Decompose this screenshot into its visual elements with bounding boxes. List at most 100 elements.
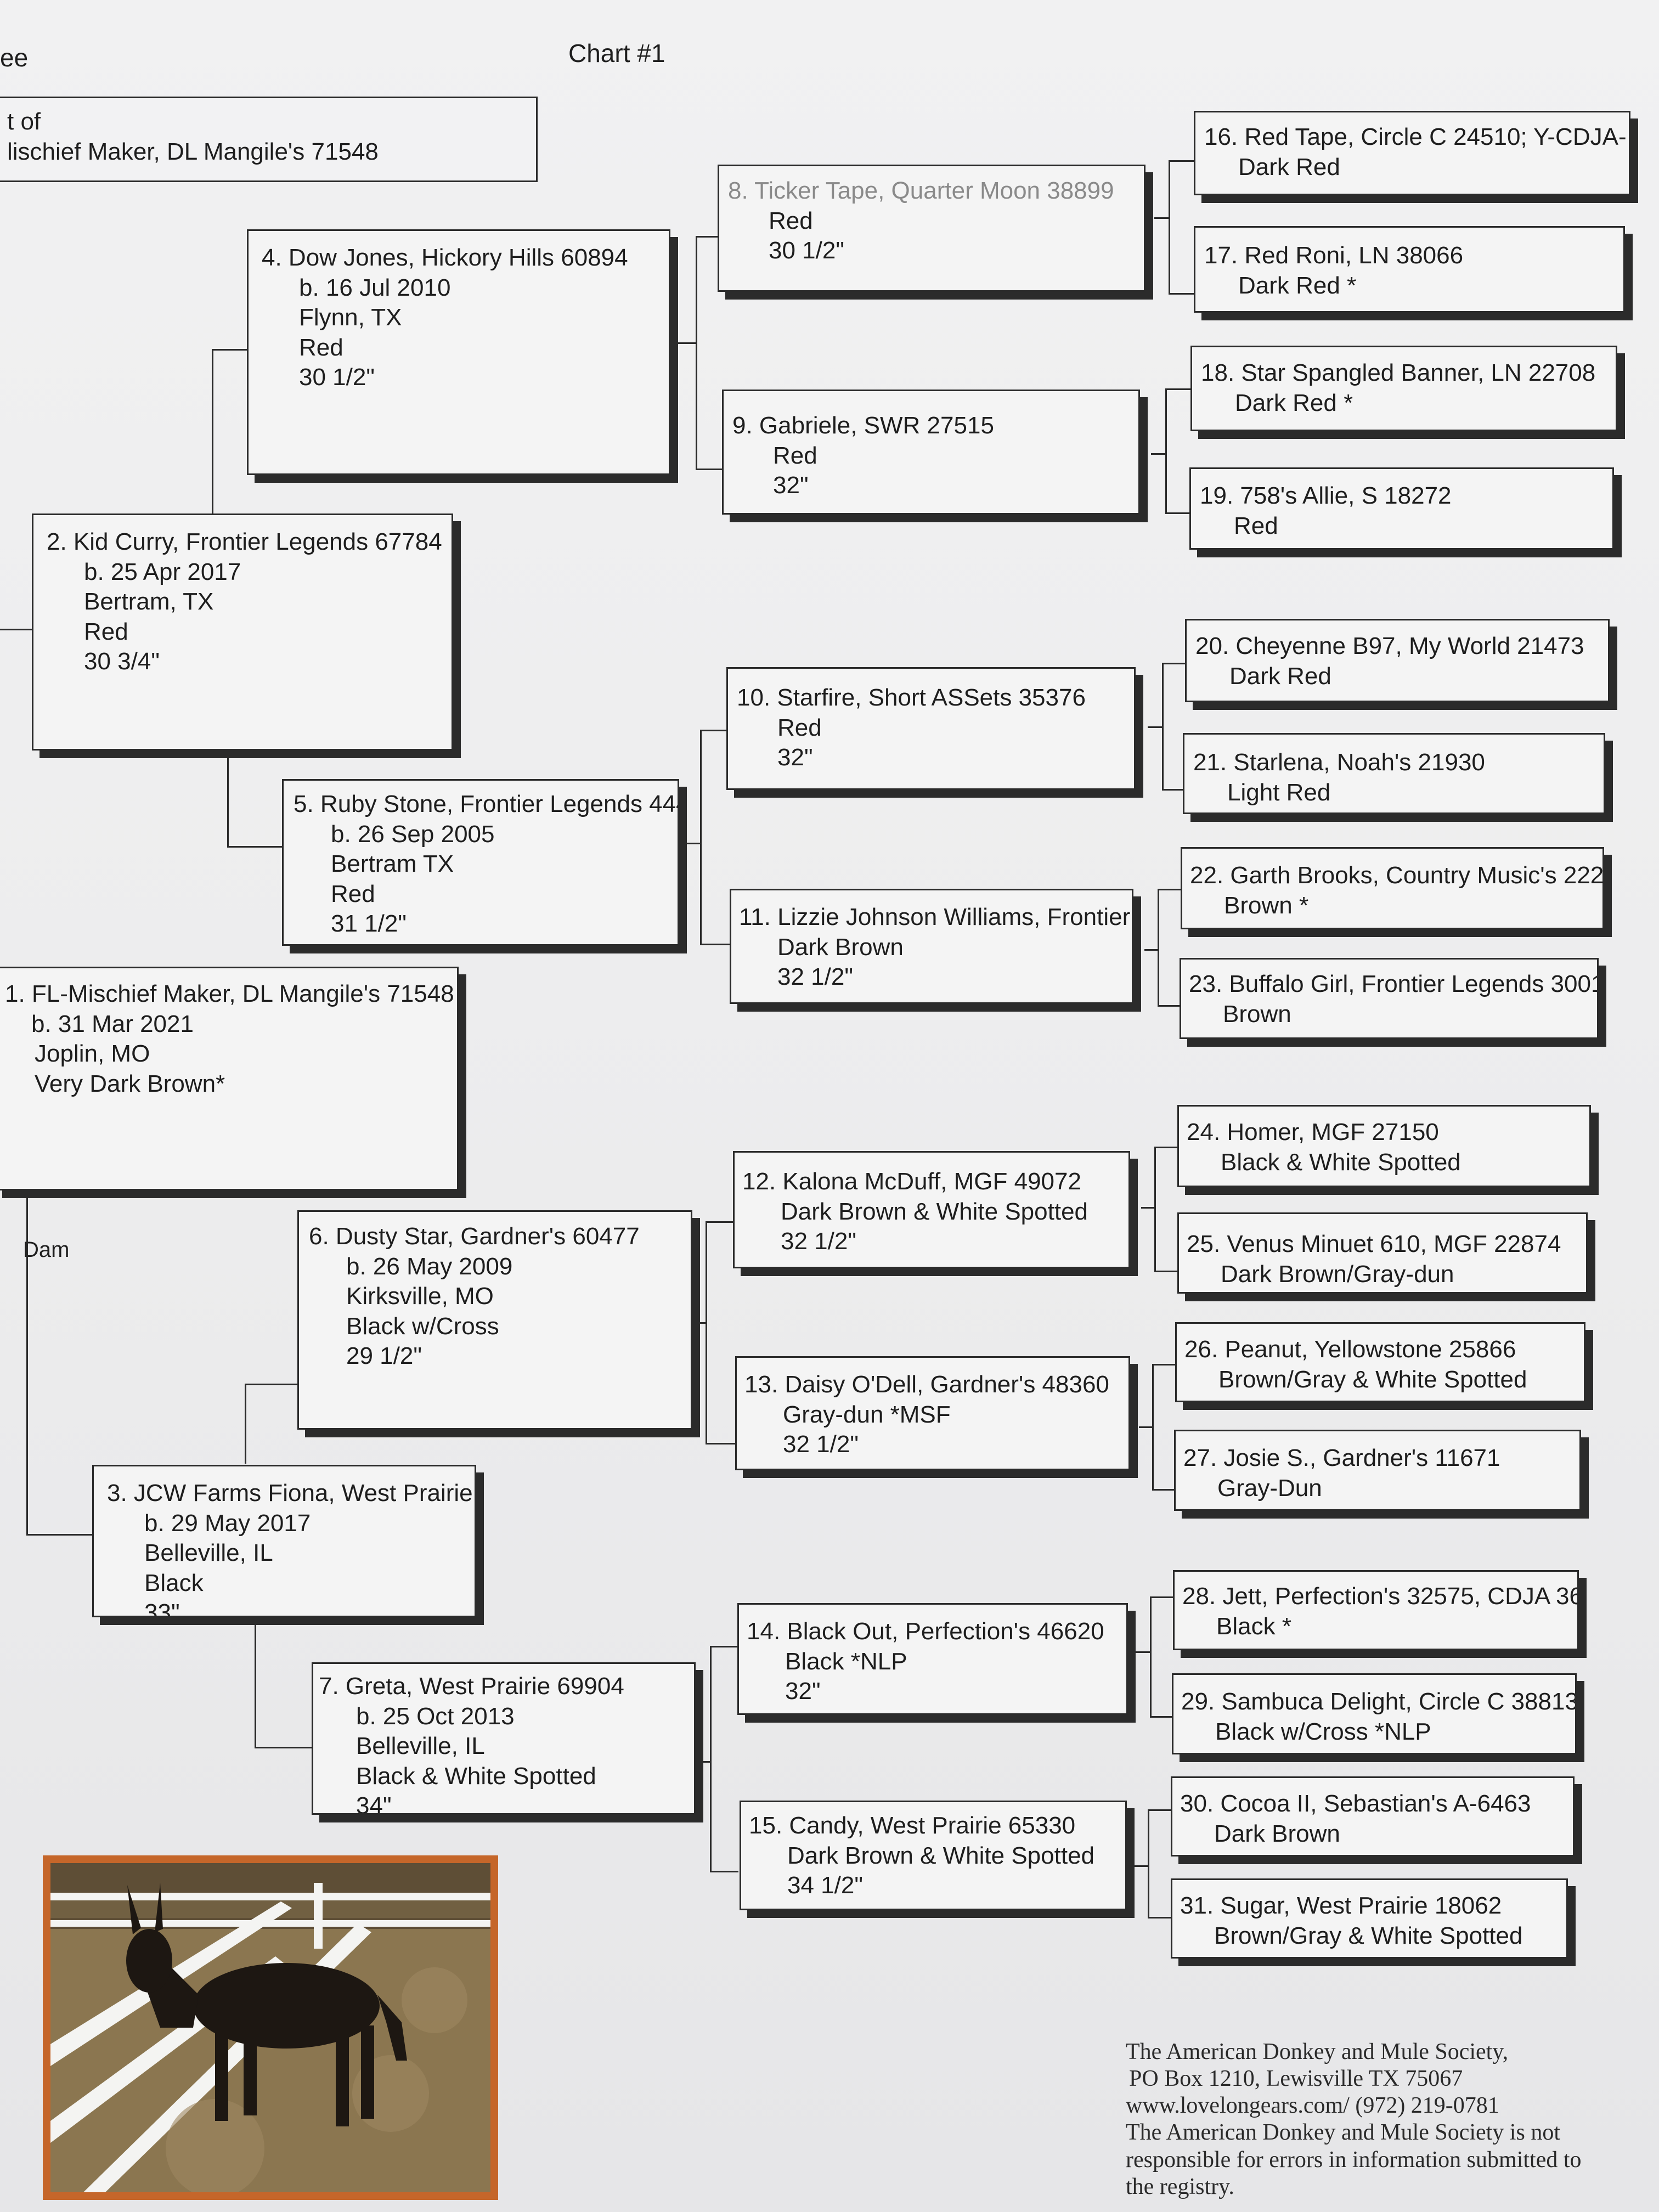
entry-color: Light Red	[1227, 778, 1331, 806]
connector	[1154, 1271, 1178, 1272]
connector	[706, 1221, 736, 1223]
entry-place: Kirksville, MO	[346, 1283, 494, 1310]
connector	[1169, 293, 1195, 295]
entry-name: 24. Homer, MGF 27150	[1187, 1119, 1439, 1146]
pedigree-entry-5: 5. Ruby Stone, Frontier Legends 44472 b.…	[282, 779, 679, 946]
connector	[710, 1871, 738, 1872]
entry-born: b. 25 Oct 2013	[356, 1702, 515, 1730]
pedigree-entry-2: 2. Kid Curry, Frontier Legends 67784 b. …	[32, 514, 453, 751]
entry-color: Dark Brown & White Spotted	[787, 1842, 1095, 1869]
title-line-2: lischief Maker, DL Mangile's 71548	[7, 138, 379, 165]
entry-color: Dark Red *	[1235, 389, 1353, 416]
connector	[1158, 1005, 1181, 1007]
entry-color: Dark Red *	[1238, 272, 1357, 299]
entry-color: Black w/Cross *NLP	[1215, 1718, 1431, 1745]
connector	[1151, 453, 1165, 455]
connector	[706, 1443, 736, 1444]
entry-color: Black & White Spotted	[1221, 1148, 1461, 1176]
connector	[1152, 1489, 1176, 1491]
connector	[700, 730, 731, 731]
connector	[1169, 160, 1195, 162]
entry-color: Black	[144, 1569, 204, 1596]
connector	[710, 1646, 712, 1871]
chart-title: Chart #1	[568, 39, 665, 67]
pedigree-entry-22: 22. Garth Brooks, Country Music's 22271,…	[1181, 847, 1604, 929]
entry-name: 2. Kid Curry, Frontier Legends 67784	[47, 528, 442, 555]
entry-name: 1. FL-Mischief Maker, DL Mangile's 71548	[5, 980, 454, 1007]
entry-name: 13. Daisy O'Dell, Gardner's 48360	[744, 1371, 1109, 1398]
connector	[1154, 217, 1169, 219]
pedigree-entry-7: 7. Greta, West Prairie 69904 b. 25 Oct 2…	[312, 1662, 696, 1815]
connector	[685, 843, 700, 844]
entry-color: Very Dark Brown*	[35, 1070, 225, 1097]
footer-line-5: responsible for errors in information su…	[1126, 2147, 1582, 2172]
entry-color: Brown	[1223, 1000, 1291, 1028]
connector	[695, 1761, 710, 1763]
entry-color: Brown/Gray & White Spotted	[1218, 1365, 1527, 1393]
entry-height: 29 1/2"	[346, 1342, 422, 1370]
entry-born: b. 25 Apr 2017	[84, 558, 241, 585]
pedigree-entry-12: 12. Kalona McDuff, MGF 49072 Dark Brown …	[733, 1151, 1130, 1268]
connector	[227, 758, 229, 846]
entry-color: Red	[1234, 512, 1278, 539]
connector	[1150, 1596, 1152, 1716]
entry-name: 20. Cheyenne B97, My World 21473	[1195, 633, 1584, 659]
connector	[1152, 1364, 1154, 1489]
entry-color: Dark Brown/Gray-dun	[1221, 1260, 1454, 1288]
pedigree-entry-3: 3. JCW Farms Fiona, West Prairie 69905 b…	[92, 1465, 476, 1617]
connector	[692, 1322, 706, 1324]
entry-color: Black w/Cross	[346, 1312, 499, 1340]
entry-color: Red	[773, 442, 817, 469]
connector	[710, 1646, 737, 1647]
pedigree-entry-13: 13. Daisy O'Dell, Gardner's 48360 Gray-d…	[735, 1356, 1130, 1470]
connector	[1139, 1426, 1152, 1428]
entry-name: 15. Candy, West Prairie 65330	[749, 1812, 1076, 1839]
entry-name: 7. Greta, West Prairie 69904	[319, 1673, 624, 1700]
connector	[1150, 1596, 1174, 1598]
entry-name: 11. Lizzie Johnson Williams, Frontier	[739, 904, 1131, 930]
entry-height: 32"	[773, 472, 809, 499]
pedigree-entry-4: 4. Dow Jones, Hickory Hills 60894 b. 16 …	[247, 229, 670, 475]
entry-color: Dark Brown & White Spotted	[781, 1198, 1088, 1225]
connector	[696, 469, 726, 470]
connector	[26, 1534, 92, 1536]
entry-name: 28. Jett, Perfection's 32575, CDJA 3616	[1182, 1583, 1579, 1610]
pedigree-entry-8: 8. Ticker Tape, Quarter Moon 38899 Red 3…	[718, 165, 1146, 292]
connector	[696, 236, 718, 238]
pedigree-entry-18: 18. Star Spangled Banner, LN 22708 Dark …	[1190, 346, 1617, 431]
entry-color: Red	[299, 334, 343, 361]
connector	[1162, 789, 1185, 791]
pedigree-entry-6: 6. Dusty Star, Gardner's 60477 b. 26 May…	[297, 1210, 692, 1430]
entry-name: 29. Sambuca Delight, Circle C 38813; Y-	[1181, 1688, 1577, 1715]
entry-name: 27. Josie S., Gardner's 11671	[1183, 1444, 1500, 1471]
pedigree-entry-1: 1. FL-Mischief Maker, DL Mangile's 71548…	[0, 967, 459, 1190]
connector	[1152, 1364, 1176, 1365]
entry-name: 16. Red Tape, Circle C 24510; Y-CDJA-	[1204, 123, 1627, 150]
entry-height: 30 3/4"	[84, 648, 160, 675]
donkey-photo-image	[50, 1863, 490, 2192]
entry-height: 32 1/2"	[781, 1228, 856, 1255]
entry-height: 32"	[785, 1678, 821, 1705]
title-line-1: t of	[7, 108, 41, 135]
entry-color: Black & White Spotted	[356, 1762, 596, 1790]
footer-line-1: The American Donkey and Mule Society,	[1126, 2039, 1509, 2064]
pedigree-entry-24: 24. Homer, MGF 27150 Black & White Spott…	[1177, 1105, 1591, 1187]
entry-name: 10. Starfire, Short ASSets 35376	[737, 684, 1086, 711]
connector	[1165, 388, 1167, 512]
entry-height: 33"	[144, 1599, 180, 1617]
entry-born: b. 26 May 2009	[346, 1252, 513, 1280]
connector	[1141, 1207, 1154, 1209]
connector	[1162, 663, 1185, 664]
pedigree-entry-20: 20. Cheyenne B97, My World 21473 Dark Re…	[1185, 619, 1610, 702]
connector	[1150, 1716, 1174, 1718]
pedigree-entry-10: 10. Starfire, Short ASSets 35376 Red 32"	[726, 667, 1136, 790]
entry-color: Black *NLP	[785, 1647, 907, 1675]
footer-line-2: PO Box 1210, Lewisville TX 75067	[1129, 2066, 1463, 2092]
entry-name: 14. Black Out, Perfection's 46620	[747, 1618, 1104, 1645]
connector	[227, 846, 282, 848]
connector	[1148, 1809, 1172, 1811]
pedigree-entry-11: 11. Lizzie Johnson Williams, Frontier Da…	[730, 889, 1133, 1004]
connector	[1148, 1809, 1149, 1917]
entry-color: Dark Red	[1229, 662, 1331, 690]
